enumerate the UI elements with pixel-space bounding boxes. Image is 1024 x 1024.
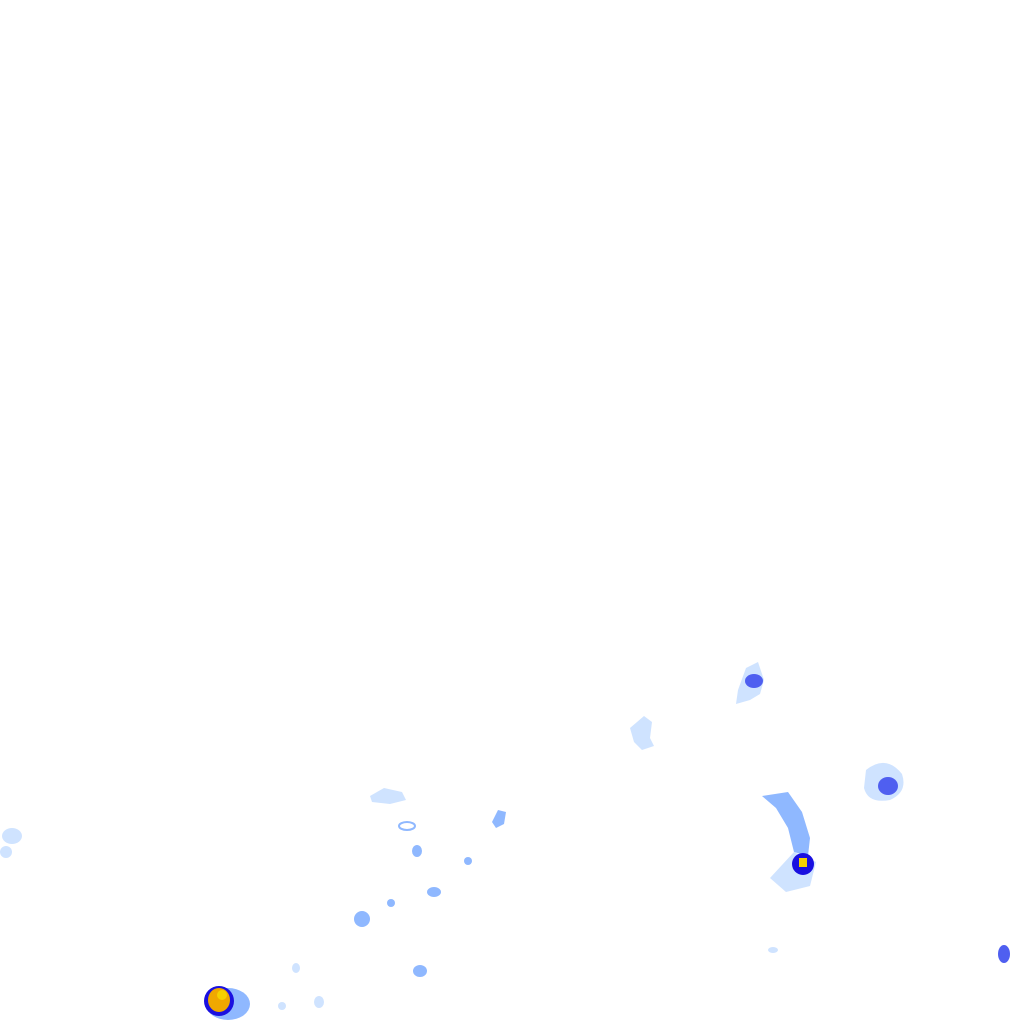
precip-cell bbox=[768, 947, 778, 953]
precip-cell bbox=[492, 810, 506, 828]
precip-cell bbox=[630, 716, 654, 750]
precip-cell bbox=[762, 792, 810, 856]
precip-cell bbox=[354, 911, 370, 927]
precip-cell bbox=[745, 674, 763, 688]
precip-cell bbox=[292, 963, 300, 973]
precip-cell bbox=[387, 899, 395, 907]
precip-core bbox=[799, 858, 807, 867]
precip-cell bbox=[370, 788, 406, 804]
precipitation-cells bbox=[0, 662, 1010, 1020]
precip-cell bbox=[412, 845, 422, 857]
precip-cell bbox=[398, 821, 416, 831]
precip-cell bbox=[2, 828, 22, 844]
precip-cell bbox=[278, 1002, 286, 1010]
precip-cell bbox=[314, 996, 324, 1008]
precip-cell bbox=[878, 777, 898, 795]
precip-cell bbox=[998, 945, 1010, 963]
precip-cell bbox=[464, 857, 472, 865]
precip-cell bbox=[413, 965, 427, 977]
precip-core bbox=[217, 990, 227, 1000]
precip-cell bbox=[0, 846, 12, 858]
precip-cell bbox=[427, 887, 441, 897]
